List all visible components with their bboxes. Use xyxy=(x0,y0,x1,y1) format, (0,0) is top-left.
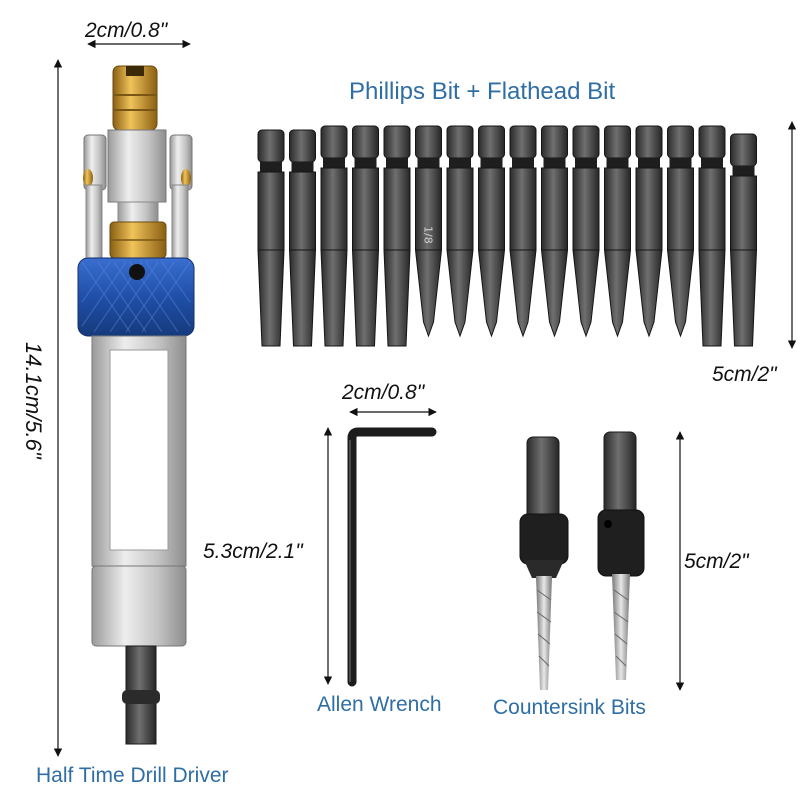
screwdriver-bit xyxy=(635,125,663,338)
countersink-bit-left xyxy=(519,436,569,690)
allen-wrench xyxy=(347,427,437,687)
screwdriver-bit xyxy=(729,133,758,347)
bit-set-title: Phillips Bit + Flathead Bit xyxy=(349,78,616,105)
countersink-caption: Countersink Bits xyxy=(493,696,646,719)
dimension-lines xyxy=(53,39,797,757)
screwdriver-bit xyxy=(698,125,726,347)
bits-length-label: 5cm/2" xyxy=(712,363,777,386)
screwdriver-bit xyxy=(414,125,443,338)
driver-length-label: 14.1cm/5.6" xyxy=(21,342,46,459)
screwdriver-bit xyxy=(603,125,632,338)
countersink-bit-right xyxy=(597,431,645,680)
bit-size-marking: 1/8 xyxy=(422,226,435,244)
screwdriver-bit xyxy=(288,129,317,347)
bit-set: 1/8 xyxy=(257,125,758,347)
screwdriver-bit xyxy=(540,125,569,338)
screwdriver-bit xyxy=(320,125,348,347)
screwdriver-bit xyxy=(351,125,380,347)
screwdriver-bit xyxy=(477,125,506,338)
screwdriver-bit xyxy=(666,125,695,338)
screwdriver-bit xyxy=(572,125,600,338)
top-width-label: 2cm/0.8" xyxy=(85,19,168,42)
screwdriver-bit xyxy=(383,125,411,347)
wrench-width-label: 2cm/0.8" xyxy=(342,381,425,404)
screwdriver-bit xyxy=(509,125,537,338)
wrench-length-label: 5.3cm/2.1" xyxy=(203,540,303,563)
drill-driver xyxy=(77,65,195,745)
screwdriver-bit xyxy=(257,129,285,347)
allen-wrench-caption: Allen Wrench xyxy=(317,693,442,716)
countersink-length-label: 5cm/2" xyxy=(684,550,749,573)
driver-caption: Half Time Drill Driver xyxy=(36,764,229,787)
screwdriver-bit xyxy=(446,125,474,338)
